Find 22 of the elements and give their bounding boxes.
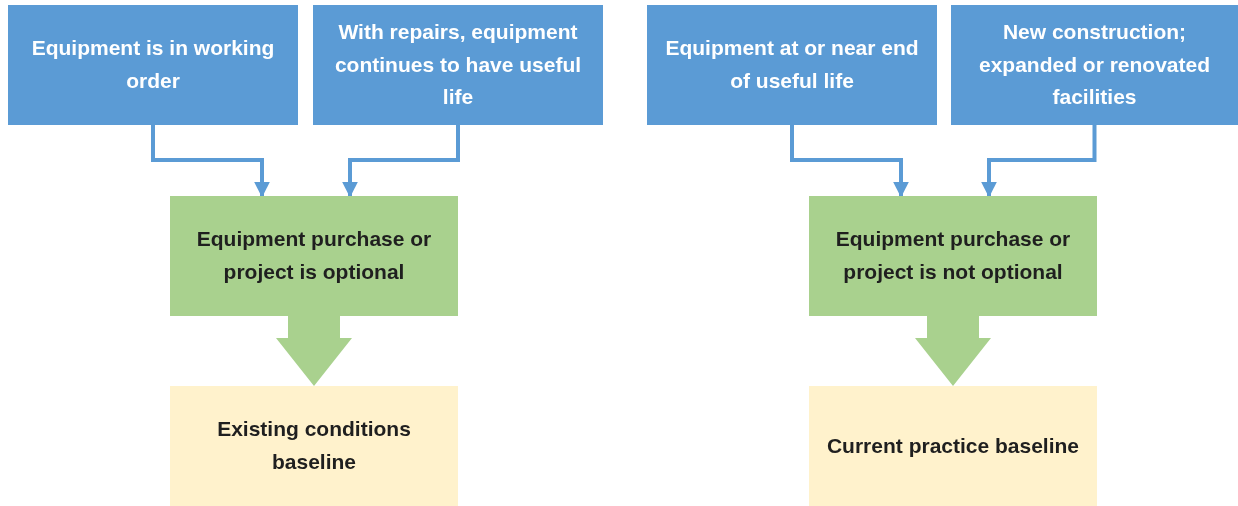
arrow [790, 125, 909, 198]
box-text: Current practice baseline [826, 432, 1080, 459]
arrow [151, 125, 270, 198]
arrow [342, 125, 460, 198]
box-text: Equipment purchase or project is optional [195, 226, 433, 285]
box-text: Equipment purchase or project is not optional [834, 226, 1072, 285]
block-arrow [915, 316, 991, 386]
decision-box [170, 196, 458, 316]
condition-box [8, 5, 298, 125]
condition-box [647, 5, 937, 125]
box-text: New construction; expanded or renovated facilities [977, 19, 1212, 111]
box-text: With repairs, equipment continues to have useful life [333, 19, 583, 111]
condition-box [313, 5, 603, 125]
condition-box [951, 5, 1238, 125]
box-text: Equipment at or near end of useful life [664, 35, 920, 94]
block-arrow [276, 316, 352, 386]
baseline-box [170, 386, 458, 506]
decision-box [809, 196, 1097, 316]
arrow [981, 125, 1097, 198]
baseline-box [809, 386, 1097, 506]
box-text: Existing conditions baseline [216, 416, 412, 475]
box-text: Equipment is in working order [30, 35, 276, 94]
